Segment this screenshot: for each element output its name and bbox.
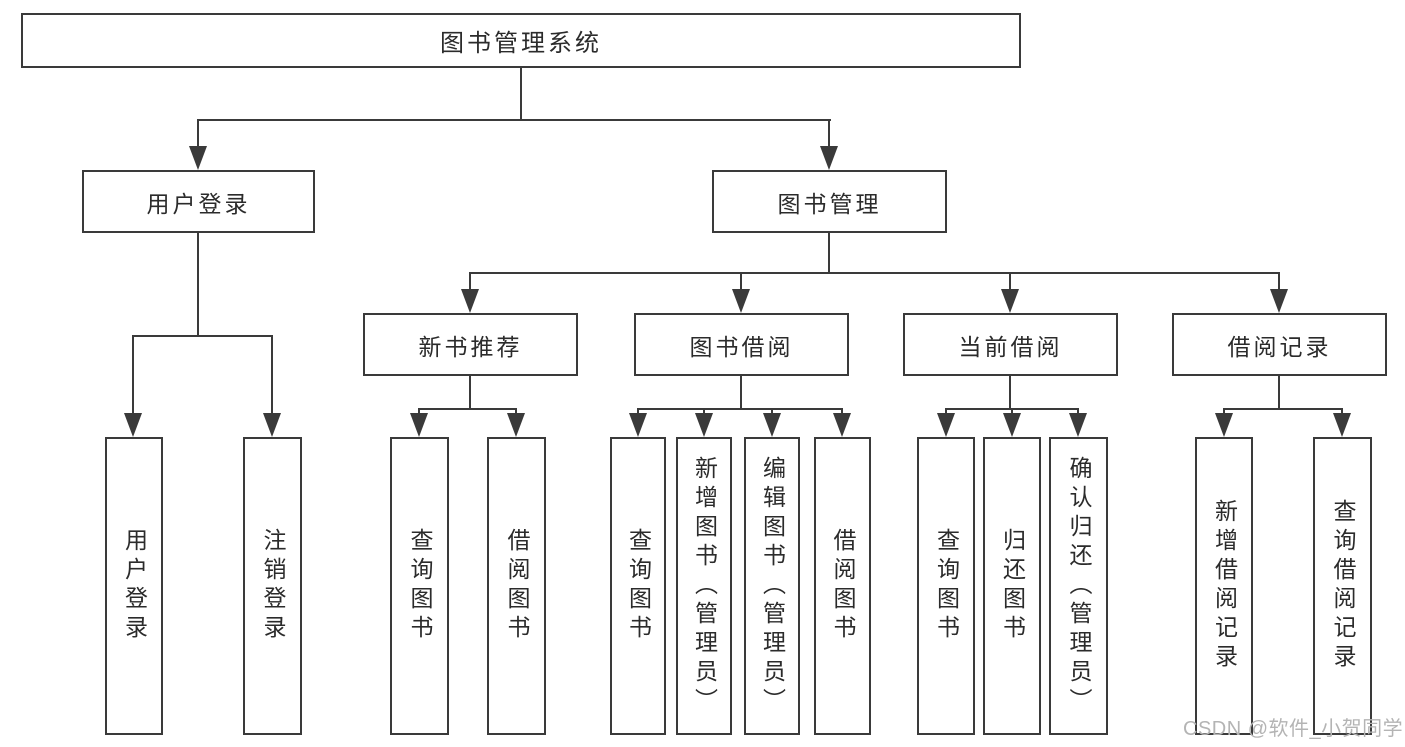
leaf-add-book-admin: 新增图书（管理员） bbox=[676, 437, 732, 735]
node-library-management-system: 图书管理系统 bbox=[21, 13, 1021, 68]
connector-vline bbox=[515, 408, 517, 416]
node-label: 编辑图书（管理员） bbox=[759, 455, 786, 717]
connector-vline bbox=[1341, 408, 1343, 416]
connector-vline bbox=[1009, 272, 1011, 291]
arrow-down-icon bbox=[1333, 413, 1351, 437]
leaf-borrow-books-recommend: 借阅图书 bbox=[487, 437, 546, 735]
arrow-down-icon bbox=[1270, 289, 1288, 313]
arrow-down-icon bbox=[1001, 289, 1019, 313]
node-current-borrow: 当前借阅 bbox=[903, 313, 1118, 376]
arrow-down-icon bbox=[629, 413, 647, 437]
leaf-edit-book-admin: 编辑图书（管理员） bbox=[744, 437, 800, 735]
connector-vline bbox=[469, 376, 471, 409]
node-label: 注销登录 bbox=[260, 528, 286, 644]
connector-vline bbox=[703, 408, 705, 416]
node-label: 图书借阅 bbox=[689, 333, 794, 360]
arrow-down-icon bbox=[461, 289, 479, 313]
connector-vline bbox=[197, 119, 199, 148]
node-label: 图书管理 bbox=[777, 190, 882, 217]
arrow-down-icon bbox=[732, 289, 750, 313]
arrow-down-icon bbox=[410, 413, 428, 437]
leaf-query-books-current: 查询图书 bbox=[917, 437, 975, 735]
leaf-query-books-recommend: 查询图书 bbox=[390, 437, 449, 735]
arrow-down-icon bbox=[263, 413, 281, 437]
connector-vline bbox=[197, 233, 199, 336]
node-label: 用户登录 bbox=[121, 528, 148, 644]
connector-vline bbox=[1077, 408, 1079, 416]
connector-vline bbox=[1009, 376, 1011, 409]
connector-vline bbox=[841, 408, 843, 416]
node-label: 当前借阅 bbox=[958, 333, 1063, 360]
node-user-login: 用户登录 bbox=[82, 170, 315, 233]
connector-hline bbox=[638, 408, 843, 410]
connector-vline bbox=[469, 272, 471, 291]
node-book-management: 图书管理 bbox=[712, 170, 947, 233]
arrow-down-icon bbox=[833, 413, 851, 437]
leaf-query-books-borrow: 查询图书 bbox=[610, 437, 666, 735]
node-label: 借阅图书 bbox=[830, 528, 856, 644]
connector-vline bbox=[1278, 376, 1280, 409]
arrow-down-icon bbox=[189, 146, 207, 170]
watermark: CSDN @软件_小贺同学 bbox=[1183, 718, 1404, 740]
connector-hline bbox=[198, 119, 831, 121]
node-book-borrow: 图书借阅 bbox=[634, 313, 849, 376]
arrow-down-icon bbox=[507, 413, 525, 437]
connector-vline bbox=[740, 376, 742, 409]
connector-vline bbox=[418, 408, 420, 416]
node-borrow-records: 借阅记录 bbox=[1172, 313, 1387, 376]
arrow-down-icon bbox=[820, 146, 838, 170]
arrow-down-icon bbox=[124, 413, 142, 437]
connector-vline bbox=[945, 408, 947, 416]
node-label: 借阅图书 bbox=[504, 528, 530, 644]
connector-vline bbox=[740, 272, 742, 291]
node-label: 新增借阅记录 bbox=[1211, 499, 1238, 673]
node-label: 查询图书 bbox=[625, 528, 652, 644]
node-label: 查询借阅记录 bbox=[1330, 499, 1356, 673]
connector-hline bbox=[470, 272, 1280, 274]
arrow-down-icon bbox=[1215, 413, 1233, 437]
node-label: 新书推荐 bbox=[418, 333, 523, 360]
connector-vline bbox=[828, 233, 830, 273]
connector-vline bbox=[520, 68, 522, 120]
connector-hline bbox=[419, 408, 517, 410]
leaf-confirm-return-admin: 确认归还（管理员） bbox=[1049, 437, 1108, 735]
connector-vline bbox=[1223, 408, 1225, 416]
connector-hline bbox=[133, 335, 273, 337]
arrow-down-icon bbox=[763, 413, 781, 437]
leaf-borrow-books: 借阅图书 bbox=[814, 437, 871, 735]
connector-hline bbox=[1224, 408, 1343, 410]
arrow-down-icon bbox=[1003, 413, 1021, 437]
node-label: 用户登录 bbox=[146, 190, 251, 217]
node-label: 新增图书（管理员） bbox=[691, 455, 718, 717]
leaf-add-borrow-record: 新增借阅记录 bbox=[1195, 437, 1253, 735]
connector-vline bbox=[637, 408, 639, 416]
node-label: 借阅记录 bbox=[1227, 333, 1332, 360]
arrow-down-icon bbox=[1069, 413, 1087, 437]
connector-vline bbox=[771, 408, 773, 416]
node-label: 归还图书 bbox=[999, 528, 1026, 644]
leaf-return-book: 归还图书 bbox=[983, 437, 1041, 735]
node-label: 查询图书 bbox=[407, 528, 433, 644]
connector-vline bbox=[1011, 408, 1013, 416]
connector-vline bbox=[1278, 272, 1280, 291]
arrow-down-icon bbox=[695, 413, 713, 437]
connector-vline bbox=[828, 119, 830, 148]
connector-vline bbox=[132, 335, 134, 415]
node-label: 确认归还（管理员） bbox=[1066, 455, 1092, 717]
node-label: 图书管理系统 bbox=[440, 30, 602, 57]
leaf-query-borrow-record: 查询借阅记录 bbox=[1313, 437, 1372, 735]
connector-vline bbox=[271, 335, 273, 415]
node-new-book-recommend: 新书推荐 bbox=[363, 313, 578, 376]
leaf-user-login: 用户登录 bbox=[105, 437, 163, 735]
leaf-logout: 注销登录 bbox=[243, 437, 302, 735]
node-label: 查询图书 bbox=[933, 528, 960, 644]
arrow-down-icon bbox=[937, 413, 955, 437]
